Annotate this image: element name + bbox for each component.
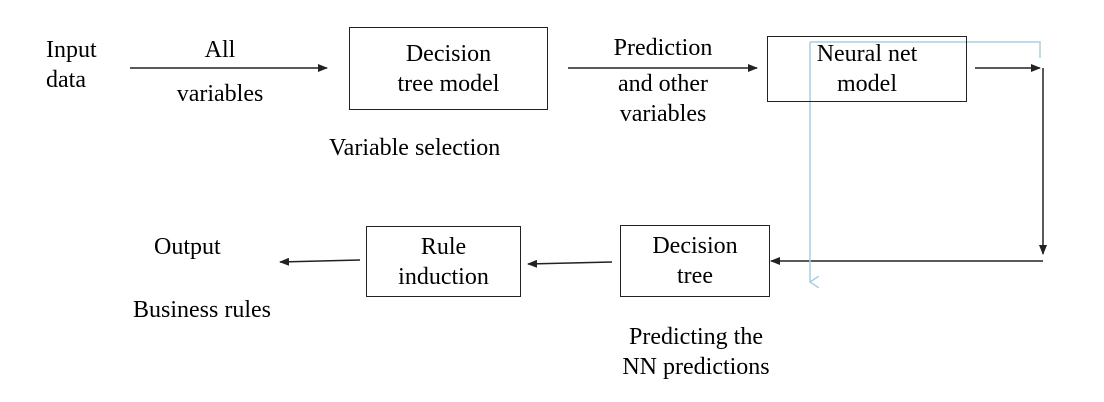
- label-line: variables: [619, 101, 707, 127]
- box-line: Decision: [652, 233, 738, 259]
- box-line: tree: [677, 263, 713, 289]
- box-line: Rule: [420, 233, 467, 260]
- arrow-rule-to-output: [279, 257, 361, 266]
- label-line: Prediction: [613, 35, 713, 61]
- predicting-label: Predicting the NN predictions: [594, 322, 798, 382]
- label-line: data: [46, 67, 86, 93]
- box-line: Neural net: [816, 41, 918, 67]
- decision-tree-model-box: Decision tree model: [349, 27, 548, 110]
- all-variables-label: All variables: [158, 35, 282, 109]
- box-line: tree model: [397, 70, 500, 97]
- label-line: Predicting the: [629, 324, 763, 350]
- box-line: model: [837, 71, 897, 97]
- label-line: variables: [176, 81, 264, 107]
- output-label: Output: [154, 234, 221, 260]
- neural-net-model-box: Neural net model: [767, 36, 967, 102]
- label-line: All: [204, 37, 236, 63]
- label-line: Input: [46, 37, 97, 63]
- business-rules-label: Business rules: [133, 297, 271, 323]
- decision-tree-box: Decision tree: [620, 225, 770, 297]
- arrow-dt-to-rule: [527, 259, 613, 268]
- input-data-label: Input data: [46, 35, 97, 95]
- prediction-label: Prediction and other variables: [590, 33, 736, 129]
- label-line: and other: [618, 71, 708, 97]
- highlight-path: [968, 41, 1041, 58]
- variable-selection-label: Variable selection: [329, 135, 501, 161]
- box-line: Decision: [405, 40, 492, 67]
- rule-induction-box: Rule induction: [366, 226, 521, 297]
- box-line: induction: [398, 263, 489, 290]
- label-line: NN predictions: [622, 354, 770, 380]
